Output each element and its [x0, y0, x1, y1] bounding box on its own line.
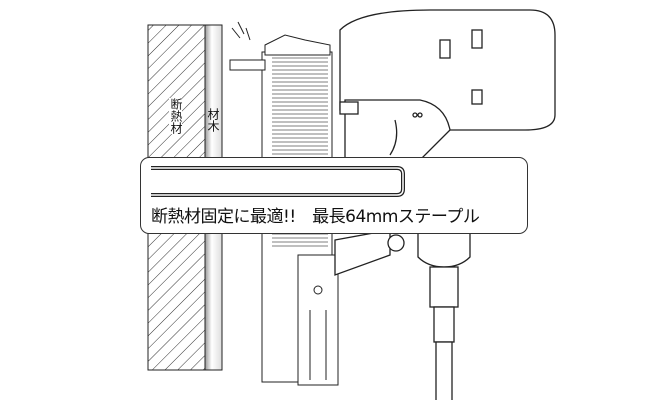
nose-assembly — [229, 34, 339, 386]
air-hose — [417, 231, 471, 400]
insulation-label: 断熱材 — [169, 98, 183, 134]
caption-text: 断熱材固定に最適!! 最長64mmステープル — [151, 207, 480, 227]
spark-marks — [231, 21, 251, 41]
lumber-label: 材木 — [206, 108, 220, 132]
tool-body — [334, 9, 556, 276]
staple-icon — [151, 166, 405, 197]
caption-box: 断熱材固定に最適!! 最長64mmステープル — [140, 157, 528, 234]
